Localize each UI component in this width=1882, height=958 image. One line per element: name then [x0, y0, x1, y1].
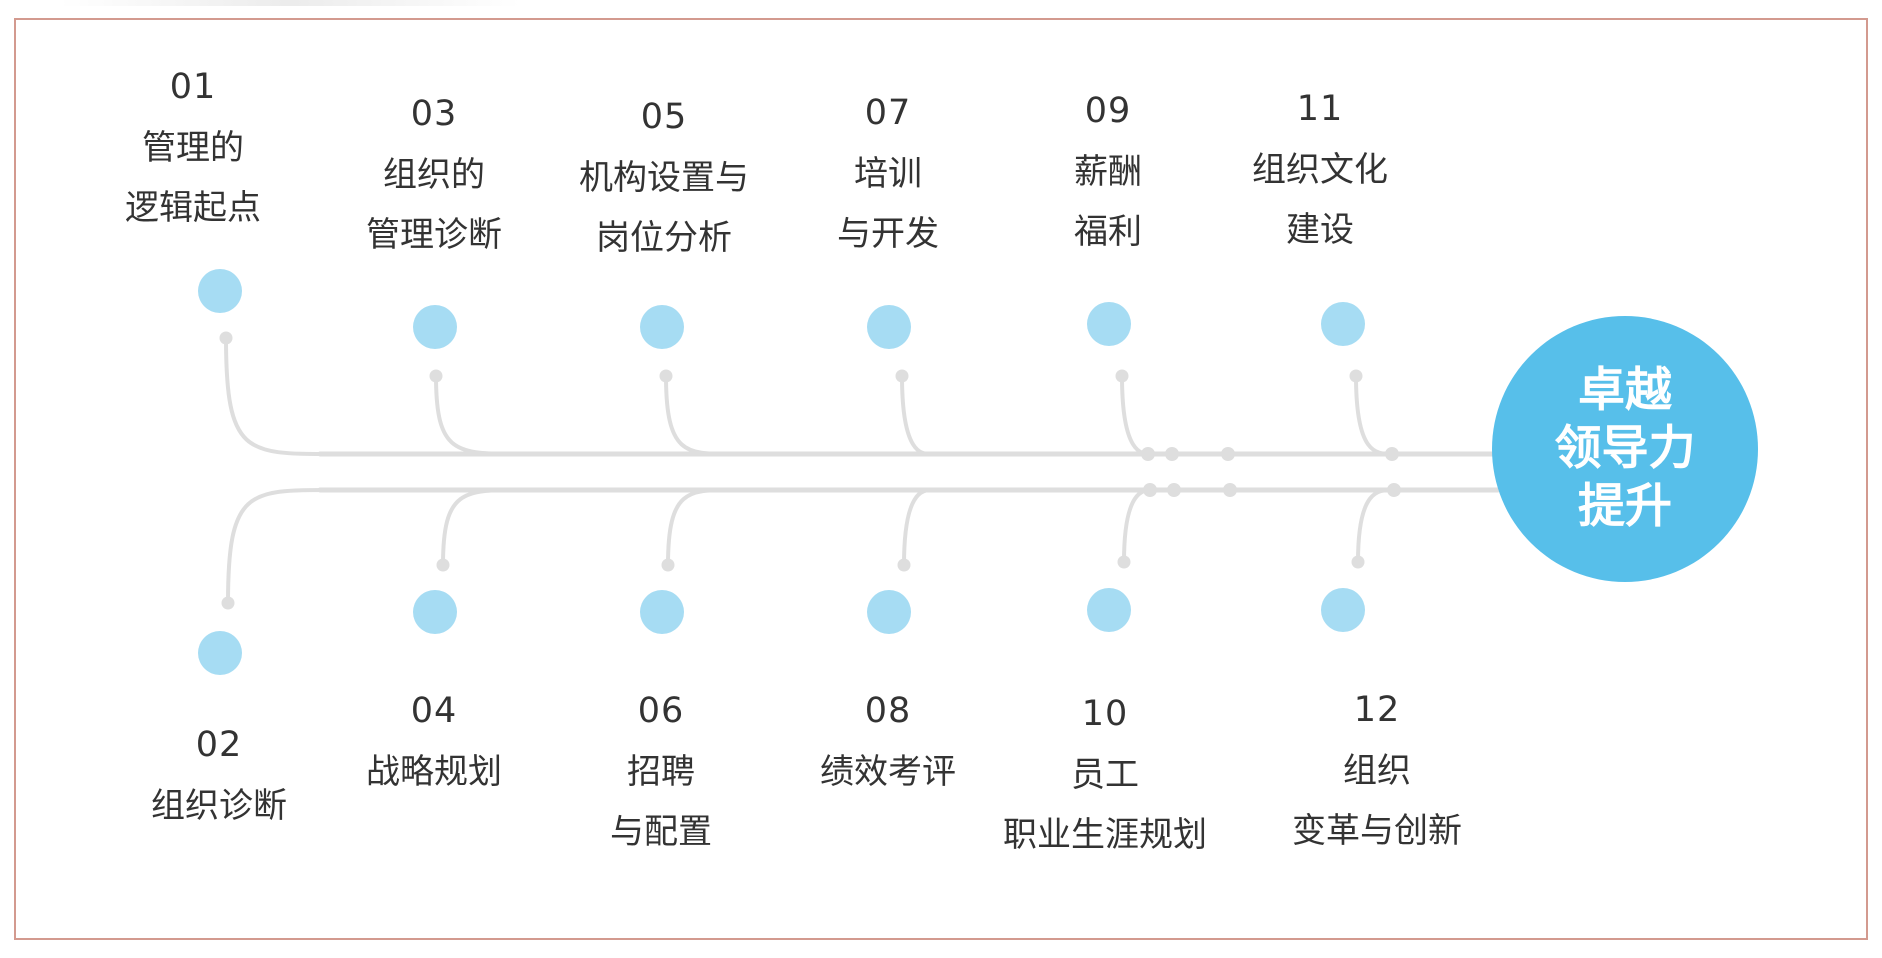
branch-line-06: [666, 488, 732, 567]
item-09-title-line-1: 薪酬: [1074, 152, 1142, 192]
item-dot-09: [1087, 302, 1131, 346]
item-08: 08 绩效考评: [820, 680, 956, 802]
top-decoration: [60, 0, 520, 6]
item-07-title-line-1: 培训: [854, 154, 922, 194]
branch-end-03: [429, 369, 443, 383]
branch-line-03: [434, 374, 522, 456]
junction-knot-3: [1221, 447, 1235, 461]
branch-end-09: [1115, 369, 1129, 383]
branch-end-10: [1117, 555, 1131, 569]
item-09-title-line-2: 福利: [1074, 212, 1142, 252]
branch-end-12: [1351, 555, 1365, 569]
item-12-title-line-1: 组织: [1343, 751, 1411, 791]
item-01-title-line-2: 逻辑起点: [125, 188, 261, 228]
item-01: 01 管理的 逻辑起点: [125, 56, 261, 238]
branch-end-07: [895, 369, 909, 383]
item-11-title-line-2: 建设: [1286, 210, 1354, 250]
item-dot-07: [867, 305, 911, 349]
item-12: 12 组织 变革与创新: [1292, 679, 1462, 861]
hub-circle: 卓越 领导力 提升: [1492, 316, 1758, 582]
hub-title-line-3: 提升: [1578, 479, 1672, 534]
item-02-number: 02: [195, 725, 243, 765]
item-dot-11: [1321, 302, 1365, 346]
item-07: 07 培训 与开发: [837, 82, 939, 264]
branch-line-05: [664, 374, 732, 456]
item-10: 10 员工 职业生涯规划: [1003, 683, 1207, 865]
branch-line-11: [1354, 374, 1394, 456]
item-03-number: 03: [410, 94, 458, 134]
branch-end-05: [659, 369, 673, 383]
item-05: 05 机构设置与 岗位分析: [579, 86, 749, 268]
item-01-number: 01: [169, 67, 217, 107]
branch-end-11: [1349, 369, 1363, 383]
item-10-number: 10: [1081, 694, 1129, 734]
item-dot-01: [198, 269, 242, 313]
item-dot-10: [1087, 588, 1131, 632]
item-04: 04 战略规划: [366, 680, 502, 802]
junction-knot-7: [1223, 483, 1237, 497]
branch-line-08: [902, 488, 932, 567]
item-05-title-line-1: 机构设置与: [579, 158, 749, 198]
branch-line-04: [441, 488, 522, 567]
item-03: 03 组织的 管理诊断: [366, 83, 502, 265]
junction-knot-2: [1165, 447, 1179, 461]
item-dot-04: [413, 590, 457, 634]
item-03-title-line-2: 管理诊断: [366, 215, 502, 255]
item-06-title-line-2: 与配置: [610, 812, 712, 852]
item-06-title-line-1: 招聘: [627, 752, 695, 792]
diagram-frame: [14, 18, 1868, 940]
item-04-title-line-1: 战略规划: [366, 752, 502, 792]
item-dot-03: [413, 305, 457, 349]
branch-line-12: [1356, 488, 1394, 564]
junction-knot-8: [1387, 483, 1401, 497]
item-10-title-line-1: 员工: [1071, 755, 1139, 795]
junction-knot-1: [1141, 447, 1155, 461]
item-05-title-line-2: 岗位分析: [596, 218, 732, 258]
item-08-number: 08: [864, 691, 912, 731]
branch-line-07: [900, 374, 932, 456]
item-12-number: 12: [1353, 690, 1401, 730]
branch-line-10: [1122, 488, 1152, 564]
item-02: 02 组织诊断: [151, 714, 287, 836]
branch-line-09: [1120, 374, 1152, 456]
item-07-number: 07: [864, 93, 912, 133]
item-02-title-line-1: 组织诊断: [151, 786, 287, 826]
item-11-title-line-1: 组织文化: [1252, 150, 1388, 190]
item-06: 06 招聘 与配置: [610, 680, 712, 862]
item-06-number: 06: [637, 691, 685, 731]
item-dot-08: [867, 590, 911, 634]
branch-end-02: [221, 596, 235, 610]
branch-line-02: [226, 488, 332, 605]
hub-title-line-1: 卓越: [1578, 363, 1672, 418]
item-dot-12: [1321, 588, 1365, 632]
item-11-number: 11: [1296, 89, 1344, 129]
item-01-title-line-1: 管理的: [142, 128, 244, 168]
item-09: 09 薪酬 福利: [1074, 80, 1142, 262]
item-04-number: 04: [410, 691, 458, 731]
item-dot-05: [640, 305, 684, 349]
item-10-title-line-2: 职业生涯规划: [1003, 815, 1207, 855]
hub-title-line-2: 领导力: [1554, 421, 1696, 476]
branch-end-06: [661, 558, 675, 572]
item-dots: [198, 269, 1365, 675]
branch-lines: [219, 331, 1501, 610]
item-05-number: 05: [640, 97, 688, 137]
branch-end-01: [219, 331, 233, 345]
branch-line-01: [224, 336, 332, 456]
junction-knot-6: [1167, 483, 1181, 497]
branch-end-04: [436, 558, 450, 572]
branch-end-08: [897, 558, 911, 572]
item-09-number: 09: [1084, 91, 1132, 131]
junction-knot-5: [1143, 483, 1157, 497]
item-07-title-line-2: 与开发: [837, 214, 939, 254]
item-11: 11 组织文化 建设: [1252, 78, 1388, 260]
item-12-title-line-2: 变革与创新: [1292, 811, 1462, 851]
item-03-title-line-1: 组织的: [383, 155, 485, 195]
item-dot-06: [640, 590, 684, 634]
junction-knot-4: [1385, 447, 1399, 461]
item-08-title-line-1: 绩效考评: [820, 752, 956, 792]
item-dot-02: [198, 631, 242, 675]
